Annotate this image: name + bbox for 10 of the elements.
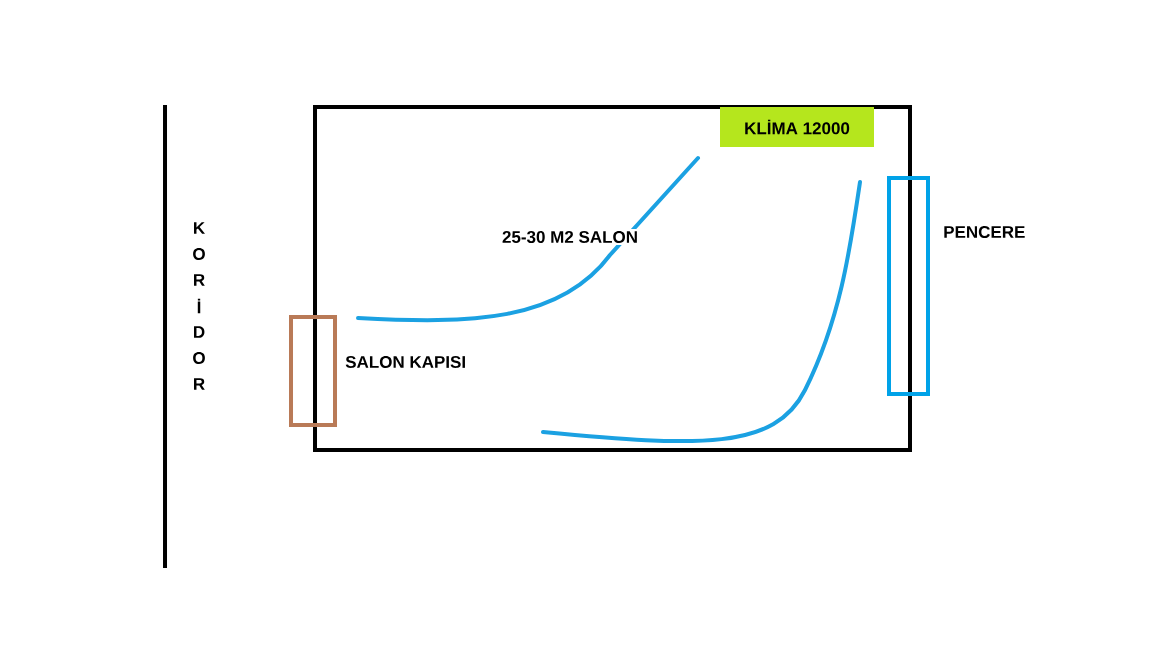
corridor-letter: R bbox=[194, 274, 205, 286]
ac-unit-box: KLİMA 12000 bbox=[720, 107, 874, 147]
corridor-letter: İ bbox=[197, 298, 201, 314]
corridor-letter: R bbox=[194, 378, 205, 390]
corridor-letter: O bbox=[193, 352, 205, 364]
corridor-letter: O bbox=[193, 248, 205, 260]
door-label: SALON KAPISI bbox=[345, 356, 465, 368]
corridor-letter: D bbox=[194, 326, 205, 338]
corridor-letter: K bbox=[194, 222, 205, 234]
window-label: PENCERE bbox=[944, 226, 1025, 238]
